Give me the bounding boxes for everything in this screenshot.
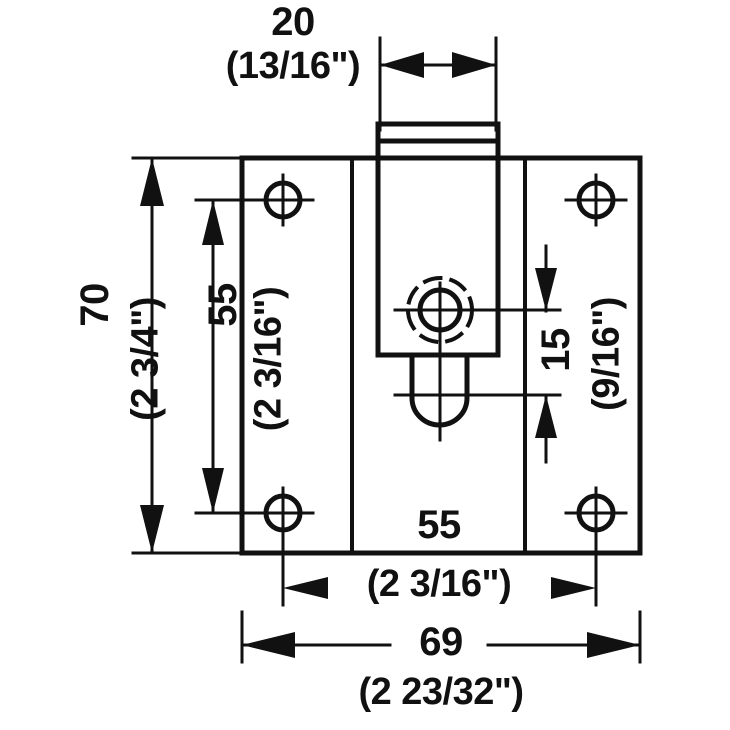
dim-55-vertical-value: 55 bbox=[201, 283, 245, 327]
dim-55v-arrow-top bbox=[202, 200, 224, 245]
dim-15-arrow-upper bbox=[535, 268, 557, 311]
dim-70-arrow-bottom bbox=[140, 505, 164, 553]
dim-15-imperial: (9/16") bbox=[585, 297, 628, 411]
dim-20-value: 20 bbox=[271, 0, 315, 44]
dim-70-value: 70 bbox=[73, 283, 117, 327]
dim-55-horizontal-imperial: (2 3/16") bbox=[366, 563, 512, 605]
dim-55-horizontal-value: 55 bbox=[417, 503, 461, 547]
dim-55h-arrow-right bbox=[551, 577, 596, 599]
knuckle-body bbox=[375, 121, 501, 358]
dim-55-vertical-imperial: (2 3/16") bbox=[247, 286, 290, 432]
dim-20-arrow-left bbox=[380, 52, 424, 78]
dim-70-imperial: (2 3/4") bbox=[124, 297, 167, 421]
dim-55v-arrow-bottom bbox=[202, 468, 224, 513]
dim-20-imperial: (13/16") bbox=[225, 45, 361, 87]
dim-70-arrow-top bbox=[140, 158, 164, 206]
plate-outline bbox=[239, 155, 643, 556]
dim-20-arrow-right bbox=[452, 52, 496, 78]
dim-69-arrow-left bbox=[242, 632, 295, 658]
dim-69-value: 69 bbox=[419, 620, 463, 664]
dim-55h-arrow-left bbox=[283, 577, 328, 599]
dim-69-imperial: (2 23/32") bbox=[358, 671, 524, 713]
dim-69-arrow-right bbox=[587, 632, 640, 658]
dim-15-arrow-lower bbox=[535, 395, 557, 438]
dim-15-value: 15 bbox=[534, 328, 578, 372]
